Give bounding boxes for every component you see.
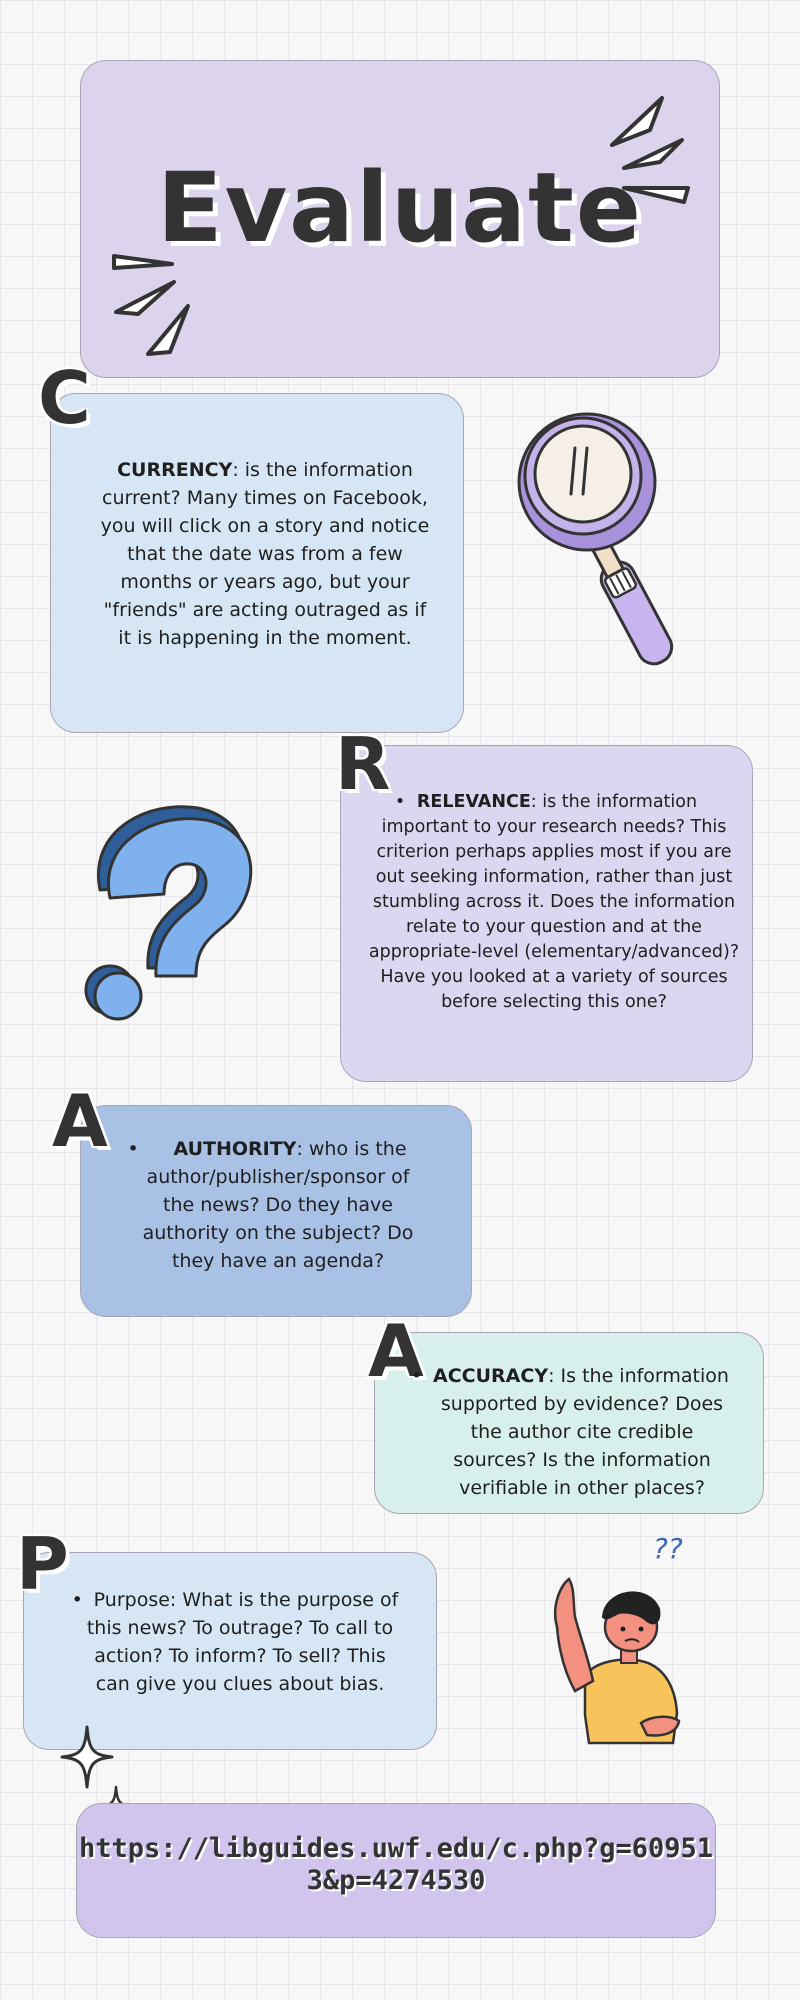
- purpose-card: [23, 1552, 437, 1750]
- relevance-letter: R: [335, 722, 391, 806]
- question-mark-icon: [84, 805, 253, 1021]
- relevance-card: [340, 745, 753, 1082]
- currency-card: [50, 393, 464, 733]
- authority-text: • AUTHORITY: who is the author/publisher/…: [127, 1135, 428, 1275]
- url-card: [76, 1803, 716, 1938]
- authority-description: : who is the author/publisher/sponsor of…: [142, 1138, 414, 1272]
- accuracy-letter: A: [368, 1309, 424, 1393]
- relevance-text: • RELEVANCE: is the information important…: [368, 790, 740, 1015]
- purpose-letter: P: [16, 1522, 69, 1606]
- relevance-description: : is the information important to your r…: [368, 792, 740, 1012]
- accuracy-label: ACCURACY: [433, 1365, 549, 1387]
- accuracy-description: : Is the information supported by eviden…: [440, 1365, 729, 1499]
- title-card: [80, 60, 720, 378]
- authority-letter: A: [52, 1079, 108, 1163]
- page-title: Evaluate: [157, 152, 643, 264]
- currency-letter: C: [38, 356, 91, 440]
- bullet: •: [127, 1138, 139, 1160]
- bullet: •: [71, 1589, 83, 1611]
- currency-description: : is the information current? Many times…: [100, 459, 430, 649]
- source-url[interactable]: https://libguides.uwf.edu/c.php?g=609513…: [79, 1833, 713, 1896]
- bullet: •: [394, 792, 406, 812]
- thinking-person-icon: [553, 1577, 681, 1745]
- thinking-marks: ??: [653, 1532, 683, 1565]
- burst-lines-icon: [112, 254, 190, 356]
- burst-lines-icon: [610, 96, 690, 204]
- accuracy-card: [374, 1332, 764, 1514]
- bullet: •: [411, 1365, 423, 1387]
- authority-card: [80, 1105, 472, 1317]
- authority-label: AUTHORITY: [173, 1138, 297, 1160]
- magnifying-glass-icon: [517, 412, 674, 666]
- accuracy-text: • ACCURACY: Is the information supported …: [411, 1362, 732, 1502]
- purpose-text: •Purpose: What is the purpose of this ne…: [72, 1586, 402, 1698]
- sparkle-icon: [60, 1725, 114, 1789]
- purpose-description: Purpose: What is the purpose of this new…: [86, 1589, 399, 1695]
- currency-label: CURRENCY: [117, 459, 233, 481]
- relevance-label: RELEVANCE: [416, 792, 531, 812]
- currency-text: CURRENCY: is the information current? Ma…: [98, 456, 432, 652]
